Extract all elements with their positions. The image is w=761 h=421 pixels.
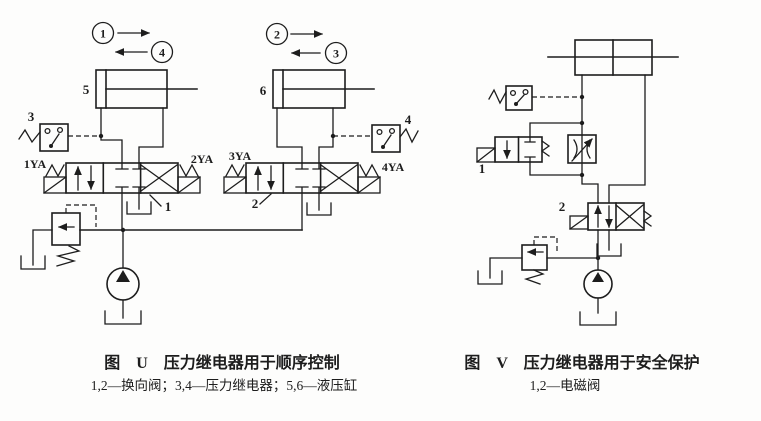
seq-step-3: 3: [333, 47, 339, 61]
spring-icon: [179, 163, 199, 178]
pump-supply: [79, 227, 303, 325]
cylinder-6-label: 6: [260, 83, 267, 98]
hydraulic-cylinder-6: 6: [260, 69, 375, 164]
valve-2-label: 2: [252, 196, 259, 211]
spring-icon: [225, 163, 245, 178]
solenoid-valve-2: 2: [559, 199, 653, 271]
solenoid-2ya-box: [177, 176, 201, 194]
solenoid-3ya-box: [223, 176, 247, 194]
seq-step-4: 4: [159, 46, 165, 60]
relay-4-label: 4: [405, 112, 412, 127]
solenoid-1ya-box: [43, 176, 67, 194]
spring-icon: [55, 245, 81, 267]
tank-icon: [579, 311, 617, 326]
pressure-relay-3: 3: [18, 109, 101, 152]
spring-icon: [18, 128, 41, 144]
directional-valve-1: 1YA 2YA 1: [24, 152, 214, 231]
captions: 图 U 压力继电器用于顺序控制 1,2—换向阀；3,4—压力继电器；5,6—液压…: [91, 353, 700, 394]
solenoid-box: [476, 147, 496, 163]
valve-1-label: 1: [479, 161, 486, 176]
solenoid-3ya-label: 3YA: [229, 149, 252, 163]
pressure-relay: [488, 85, 582, 111]
tank-icon: [104, 310, 142, 325]
pressure-relay-4: 4: [333, 112, 419, 153]
figure-v-title: 图 V 压力继电器用于安全保护: [464, 353, 699, 372]
tank-icon: [126, 201, 152, 215]
spring-icon: [359, 163, 379, 178]
relief-valve: [477, 236, 601, 285]
figure-v-circuit: 1 2: [476, 39, 679, 326]
throttle-valve: [567, 134, 597, 164]
main-line: [579, 74, 646, 204]
tank-icon: [596, 243, 622, 257]
tank-icon: [477, 270, 503, 285]
relay-3-label: 3: [28, 109, 35, 124]
figure-u-title: 图 U 压力继电器用于顺序控制: [104, 353, 340, 372]
sequence-arrows: 1 4 2 3: [91, 21, 348, 65]
pilot-signal-line: [65, 204, 97, 227]
spring-icon: [488, 88, 507, 105]
seq-step-1: 1: [100, 27, 106, 41]
double-rod-cylinder: [547, 39, 679, 76]
spring-icon: [540, 140, 551, 157]
tank-icon: [306, 202, 332, 216]
hydraulic-cylinder-5: 5: [83, 69, 198, 164]
seq-step-2: 2: [274, 28, 280, 42]
solenoid-2ya-label: 2YA: [191, 152, 214, 166]
cylinder-5-label: 5: [83, 82, 90, 97]
solenoid-1ya-label: 1YA: [24, 157, 47, 171]
valve-2-label: 2: [559, 199, 566, 214]
pilot-signal-line: [533, 236, 558, 254]
relief-valve: [20, 204, 97, 270]
solenoid-4ya-box: [357, 176, 381, 194]
directional-valve-2: 3YA 4YA 2: [223, 149, 405, 231]
figure-u-legend: 1,2—换向阀；3,4—压力继电器；5,6—液压缸: [91, 377, 358, 394]
solenoid-box: [569, 215, 589, 230]
spring-icon: [399, 127, 419, 144]
pump-supply: [579, 269, 617, 326]
figure-u-circuit: 1 4 2 3 5: [18, 21, 419, 325]
valve-1-label: 1: [165, 199, 172, 214]
tank-icon: [20, 255, 46, 270]
spring-icon: [523, 269, 545, 285]
solenoid-4ya-label: 4YA: [382, 160, 405, 174]
spring-icon: [642, 210, 653, 227]
solenoid-valve-1: 1: [476, 122, 583, 176]
figure-v-legend: 1,2—电磁阀: [530, 378, 601, 393]
spring-icon: [45, 163, 65, 178]
